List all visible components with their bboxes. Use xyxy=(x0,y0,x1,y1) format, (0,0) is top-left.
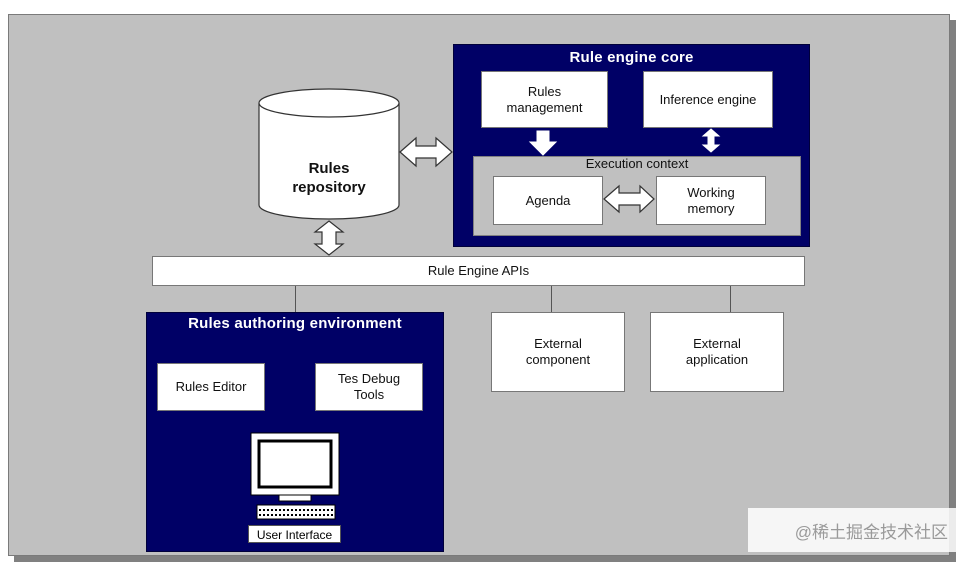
agenda-label: Agenda xyxy=(525,192,571,208)
debug-tools-label: Tes Debug Tools xyxy=(337,371,401,402)
external-application-box: External application xyxy=(650,312,784,392)
rule-engine-apis-label: Rule Engine APIs xyxy=(427,263,530,278)
connector-line-application xyxy=(730,286,731,312)
execution-context-area: Execution context Agenda Working memory xyxy=(473,156,801,236)
external-application-label: External application xyxy=(685,336,749,367)
execution-context-label: Execution context xyxy=(585,156,689,171)
rule-engine-core: Rule engine core Rules management Infere… xyxy=(453,44,810,247)
rules-repository-text: Rules repository xyxy=(292,160,366,196)
working-memory-box: Working memory xyxy=(656,176,766,225)
inference-engine-box: Inference engine xyxy=(643,71,773,128)
external-component-box: External component xyxy=(491,312,625,392)
inference-engine-label: Inference engine xyxy=(659,91,757,107)
watermark-text: @稀土掘金技术社区 xyxy=(794,522,948,542)
agenda-box: Agenda xyxy=(493,176,603,225)
user-interface-label: User Interface xyxy=(248,525,341,543)
rules-management-label: Rules management xyxy=(506,83,583,115)
computer-monitor-icon xyxy=(250,432,340,520)
rules-authoring-title: Rules authoring environment xyxy=(188,315,402,332)
external-component-label: External component xyxy=(525,336,591,367)
connector-line-authoring xyxy=(295,286,296,312)
rules-authoring-environment: Rules authoring environment Rules Editor… xyxy=(146,312,444,552)
rule-engine-apis-bar: Rule Engine APIs xyxy=(152,256,805,286)
keyboard-icon xyxy=(256,504,336,520)
watermark: @稀土掘金技术社区 xyxy=(748,508,958,552)
rules-management-box: Rules management xyxy=(481,71,608,128)
connector-line-component xyxy=(551,286,552,312)
rule-engine-core-title: Rule engine core xyxy=(569,49,694,66)
rules-repository-label: Rules repository xyxy=(259,140,399,197)
working-memory-label: Working memory xyxy=(687,184,735,216)
rules-editor-label: Rules Editor xyxy=(175,379,247,394)
rules-editor-box: Rules Editor xyxy=(157,363,265,411)
debug-tools-box: Tes Debug Tools xyxy=(315,363,423,411)
